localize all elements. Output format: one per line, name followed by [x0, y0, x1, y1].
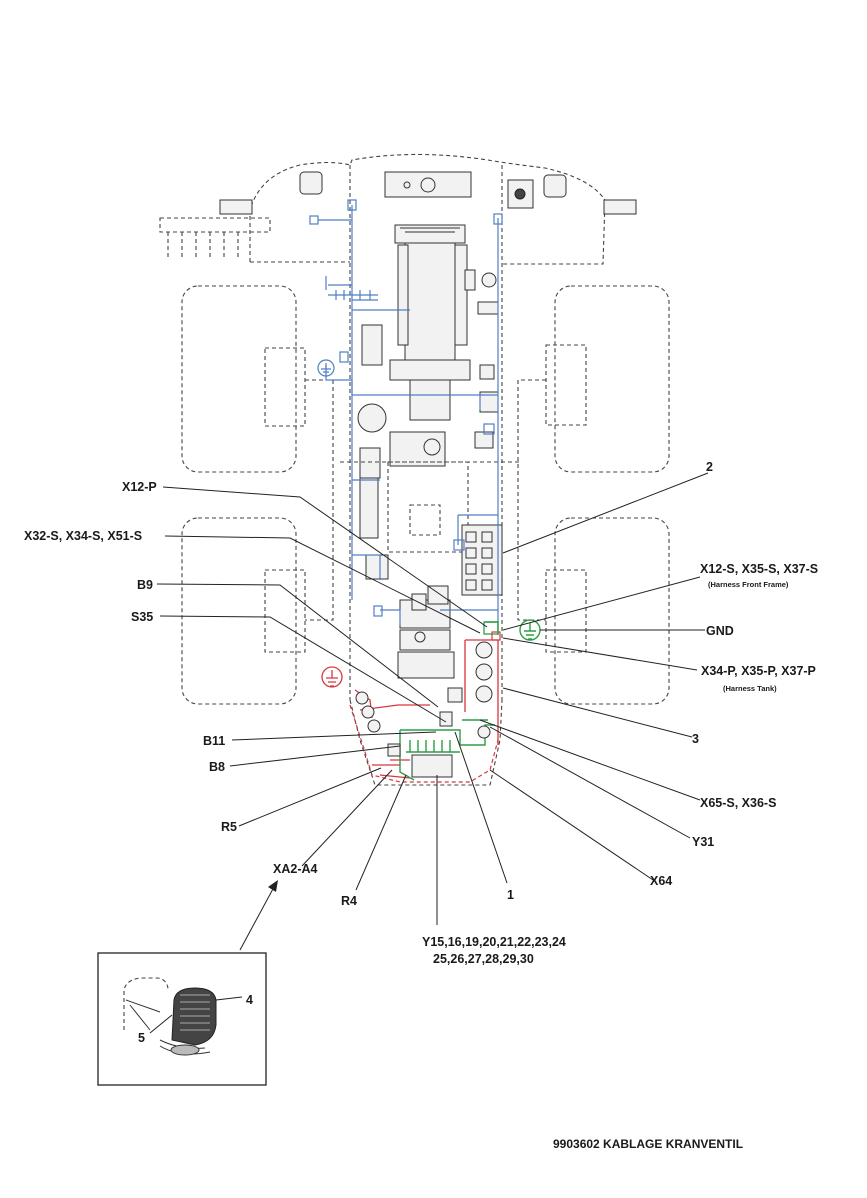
label-x64: X64	[650, 874, 672, 888]
label-x34p: X34-P, X35-P, X37-P	[701, 664, 816, 678]
detail-inset: 4 5	[97, 952, 267, 1086]
label-x12s: X12-S, X35-S, X37-S	[700, 562, 818, 576]
leader-lines	[156, 472, 709, 925]
label-x65s: X65-S, X36-S	[700, 796, 776, 810]
label-b11: B11	[203, 734, 225, 748]
label-y15-line2: 25,26,27,28,29,30	[433, 952, 534, 966]
label-y31: Y31	[692, 835, 714, 849]
label-gnd: GND	[706, 624, 734, 638]
label-x32s: X32-S, X34-S, X51-S	[24, 529, 142, 543]
ground-symbol-red	[321, 666, 343, 688]
label-s35: S35	[131, 610, 153, 624]
label-b8: B8	[209, 760, 225, 774]
machine-outline	[159, 153, 670, 786]
label-3: 3	[692, 732, 699, 746]
label-r5: R5	[221, 820, 237, 834]
arrow-up-icon	[239, 880, 278, 951]
component-labels: X12-P X32-S, X34-S, X51-S B9 S35 B11 B8 …	[24, 460, 818, 966]
label-x34p-sub: (Harness Tank)	[723, 684, 777, 693]
harness-valve-green	[387, 621, 499, 781]
harness-front-blue	[309, 199, 503, 625]
label-xa2a4: XA2-A4	[273, 862, 318, 876]
drawing-caption: 9903602 KABLAGE KRANVENTIL	[553, 1137, 743, 1151]
label-4: 4	[246, 993, 253, 1007]
label-b9: B9	[137, 578, 153, 592]
label-5: 5	[138, 1031, 145, 1045]
label-1: 1	[507, 888, 514, 902]
label-r4: R4	[341, 894, 357, 908]
label-x12s-sub: (Harness Front Frame)	[708, 580, 789, 589]
label-2: 2	[706, 460, 713, 474]
ground-symbol-blue	[317, 359, 335, 377]
harness-rear-red	[349, 631, 501, 783]
label-x12p: X12-P	[122, 480, 157, 494]
label-y15-line1: Y15,16,19,20,21,22,23,24	[422, 935, 566, 949]
engine-assembly	[340, 224, 520, 679]
